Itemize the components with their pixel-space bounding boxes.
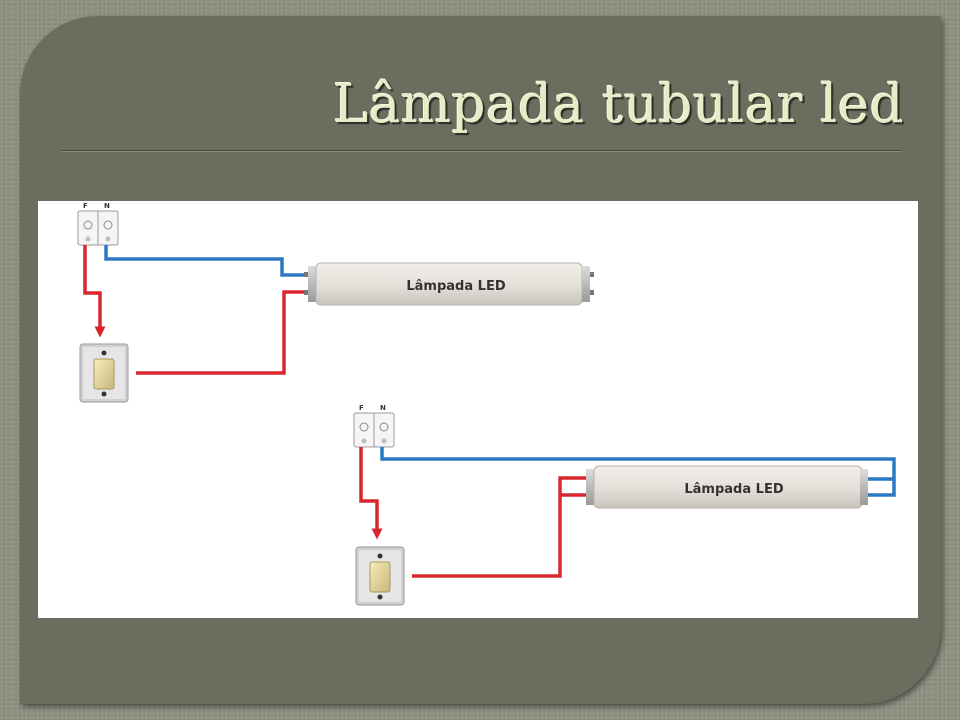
- terminal-block-1: F N: [77, 202, 119, 246]
- light-switch-1: [79, 343, 129, 403]
- phase-terminal-label: F: [83, 202, 88, 210]
- switch-return-wire-2: [412, 476, 590, 578]
- terminal-block-2: F N: [353, 404, 395, 448]
- wiring-diagram: F N: [38, 201, 918, 618]
- neutral-wire-2: [380, 447, 896, 497]
- phase-terminal-label: F: [359, 404, 364, 412]
- slide-title: Lâmpada tubular led: [333, 74, 904, 135]
- neutral-terminal-label: N: [104, 202, 110, 210]
- light-switch-2: [355, 546, 405, 606]
- phase-wire-2: [359, 447, 383, 540]
- phase-wire-1: [83, 245, 106, 338]
- lamp-label-1: Lâmpada LED: [406, 279, 505, 294]
- led-tube-1: Lâmpada LED: [304, 262, 594, 306]
- led-tube-2: Lâmpada LED: [586, 465, 868, 509]
- neutral-terminal-label: N: [380, 404, 386, 412]
- circuit-2: F N Lâmpa: [353, 404, 896, 606]
- title-divider: [61, 150, 901, 152]
- circuit-1: F N: [77, 202, 594, 403]
- neutral-wire-1: [104, 245, 316, 277]
- switch-return-wire-1: [136, 290, 316, 375]
- lamp-label-2: Lâmpada LED: [684, 482, 783, 497]
